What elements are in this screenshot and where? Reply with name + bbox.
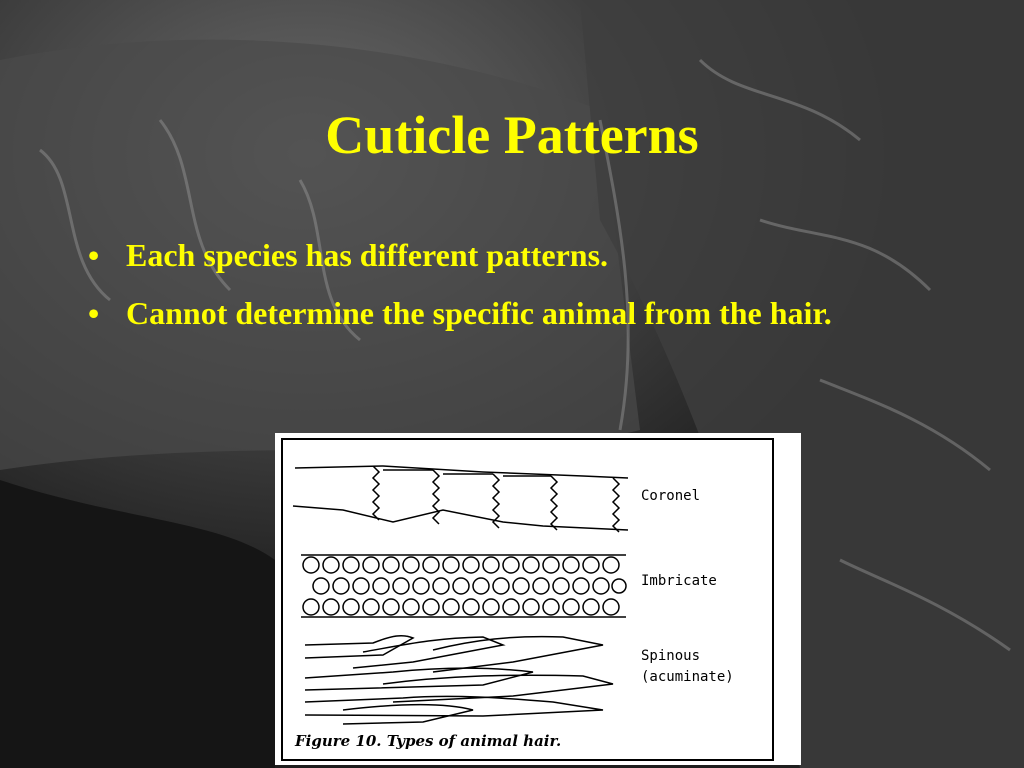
figure-frame: Coronel Imbricate Spinous (acuminate) Fi…	[281, 438, 774, 761]
bullet-text: Each species has different patterns.	[126, 237, 609, 273]
bullet-icon: •	[88, 295, 100, 331]
spinous-sublabel: (acuminate)	[641, 669, 734, 685]
slide-title: Cuticle Patterns	[325, 105, 699, 165]
coronal-label: Coronel	[641, 488, 701, 504]
bullet-item: • Each species has different patterns.	[88, 232, 938, 278]
imbricate-label: Imbricate	[641, 573, 717, 589]
bullet-list: • Each species has different patterns. •…	[88, 232, 938, 348]
figure-caption: Figure 10. Types of animal hair.	[295, 732, 562, 750]
bullet-item: • Cannot determine the specific animal f…	[88, 290, 938, 336]
spinous-label: Spinous	[641, 648, 701, 664]
bullet-icon: •	[88, 237, 100, 273]
coronal-pattern-drawing	[292, 465, 629, 533]
spinous-pattern-drawing	[304, 634, 614, 725]
bullet-text: Cannot determine the specific animal fro…	[126, 295, 832, 331]
cuticle-pattern-diagrams	[292, 465, 629, 725]
hair-types-figure: Coronel Imbricate Spinous (acuminate) Fi…	[275, 433, 801, 765]
imbricate-pattern-drawing	[301, 554, 627, 618]
